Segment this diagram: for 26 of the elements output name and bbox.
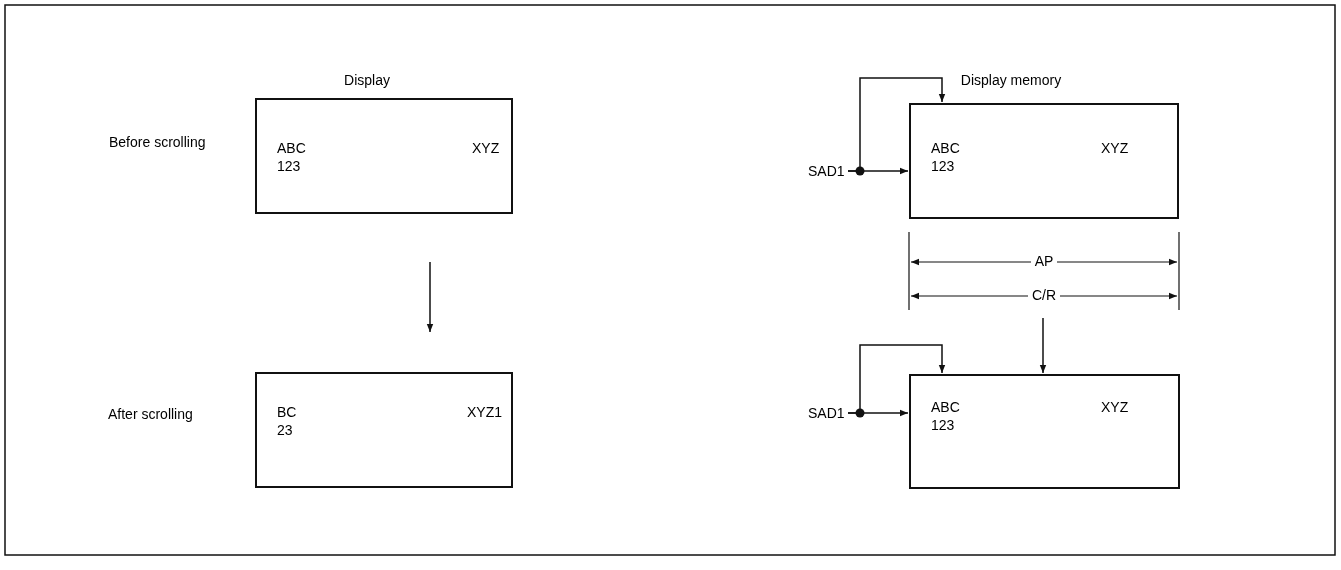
text-row: ABC	[277, 140, 306, 156]
dimension-label: C/R	[1027, 287, 1061, 303]
arrow	[1039, 317, 1047, 374]
display-frame	[255, 372, 513, 488]
text-row: XYZ	[1101, 140, 1129, 156]
display-frame	[909, 374, 1180, 489]
signal-name: SAD1	[808, 405, 845, 421]
box-heading: Display	[344, 72, 390, 88]
text-row: 123	[931, 158, 955, 174]
text-row: 123	[931, 417, 955, 433]
arrow	[847, 77, 946, 172]
text-row: 123	[277, 158, 301, 174]
state-caption: Before scrolling	[109, 134, 206, 150]
signal-name: SAD1	[808, 163, 845, 179]
state-caption: After scrolling	[108, 406, 193, 422]
box-heading: Display memory	[960, 72, 1062, 88]
text-row: 23	[277, 422, 293, 438]
text-row: ABC	[931, 399, 960, 415]
text-row: BC	[277, 404, 297, 420]
text-row: XYZ	[1101, 399, 1129, 415]
text-row: XYZ1	[467, 404, 502, 420]
arrow	[426, 261, 434, 333]
text-row: XYZ	[472, 140, 500, 156]
arrow	[847, 344, 946, 414]
text-row: ABC	[931, 140, 960, 156]
dimension-label: AP	[1030, 253, 1058, 269]
